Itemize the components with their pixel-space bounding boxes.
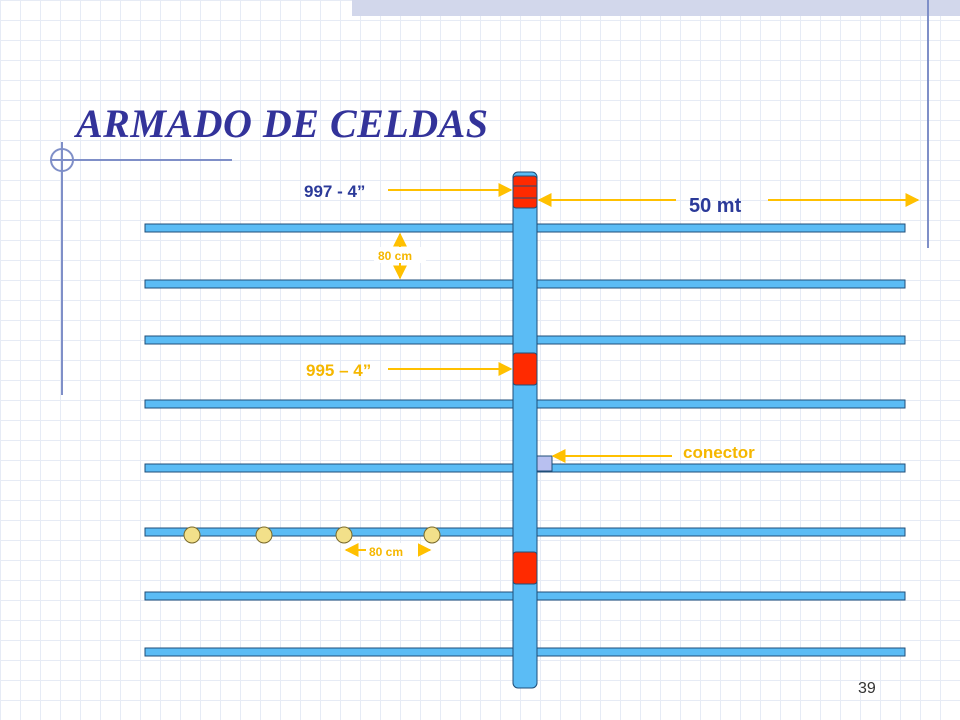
main-pipe	[512, 171, 538, 689]
horizontal-spacing-label: 80 cm	[369, 545, 403, 559]
valve-997	[512, 175, 538, 209]
length-label: 50 mt	[689, 195, 742, 217]
emitters	[183, 526, 441, 544]
valve-995	[512, 352, 538, 386]
vertical-spacing-label: 80 cm	[378, 249, 412, 263]
emitter-2	[255, 526, 273, 544]
slide-title: ARMADO DE CELDAS	[76, 101, 489, 146]
title-circle-decoration	[50, 148, 74, 172]
slide-decoration	[50, 0, 960, 395]
emitter-3	[335, 526, 353, 544]
horizontal-spacing-label-bg	[366, 543, 418, 559]
page-number: 39	[858, 680, 876, 697]
connector-block	[536, 455, 553, 472]
valve-bottom	[512, 551, 538, 585]
valve-997-label: 997 - 4”	[304, 182, 365, 201]
valve-995-label: 995 – 4”	[306, 361, 371, 380]
connector-label: conector	[683, 443, 755, 462]
emitter-1	[183, 526, 201, 544]
callout-arrows	[344, 183, 920, 557]
vertical-spacing-label-bg	[374, 247, 426, 263]
emitter-4	[423, 526, 441, 544]
top-band-decoration	[352, 0, 960, 16]
